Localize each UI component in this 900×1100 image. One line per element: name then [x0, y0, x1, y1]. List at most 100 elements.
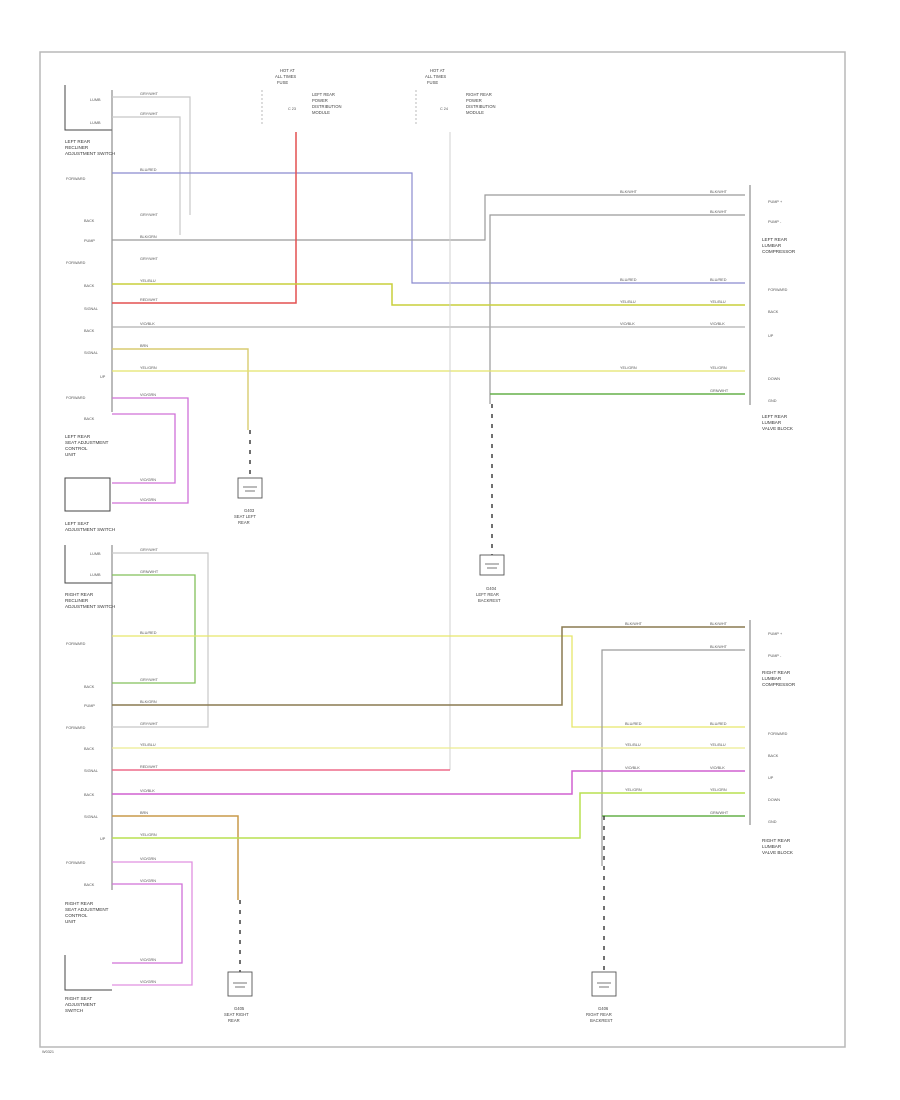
svg-text:PUMP -: PUMP -	[768, 654, 782, 658]
svg-text:YEL/BLU: YEL/BLU	[140, 743, 156, 747]
svg-text:BLK/WHT: BLK/WHT	[710, 190, 728, 194]
svg-text:VIO/GRN: VIO/GRN	[140, 857, 156, 861]
svg-text:BACK: BACK	[84, 793, 95, 797]
lower-motor-line-1: RIGHT REAR	[762, 838, 791, 843]
svg-text:BLK/WHT: BLK/WHT	[625, 622, 643, 626]
svg-text:YEL/GRN: YEL/GRN	[710, 788, 727, 792]
right-seat-switch-line-3: SWITCH	[65, 1008, 83, 1013]
svg-text:BACK: BACK	[768, 754, 779, 758]
left-fuse-desc-4: MODULE	[312, 110, 330, 115]
svg-text:FORWARD: FORWARD	[66, 726, 86, 730]
svg-text:YEL/BLU: YEL/BLU	[140, 279, 156, 283]
svg-text:BLU/RED: BLU/RED	[140, 168, 157, 172]
right-fuse-desc-3: DISTRIBUTION	[466, 104, 496, 109]
lower-left-pin-labels: FORWARD BACK PUMP FORWARD BACK SIGNAL BA…	[66, 642, 106, 887]
upper-left-pin-labels: FORWARD BACK PUMP FORWARD BACK SIGNAL BA…	[66, 177, 106, 421]
svg-text:UP: UP	[768, 776, 774, 780]
svg-text:YEL/GRN: YEL/GRN	[140, 366, 157, 370]
right-seat-switch-line-2: ADJUSTMENT	[65, 1002, 96, 1007]
left-fuse-desc-3: DISTRIBUTION	[312, 104, 342, 109]
svg-text:YEL/GRN: YEL/GRN	[625, 788, 642, 792]
upper-actuator-line-3: COMPRESSOR	[762, 249, 796, 254]
right-rear-switch-line-1: RIGHT REAR	[65, 592, 94, 597]
right-fuse-line-1: HOT AT	[430, 68, 445, 73]
right-fuse-desc-4: MODULE	[466, 110, 484, 115]
ground-3-line-2: SEAT RIGHT	[224, 1012, 249, 1017]
svg-text:GRY/WHT: GRY/WHT	[140, 112, 159, 116]
ground-3-line-1: G405	[234, 1006, 245, 1011]
svg-text:BLU/RED: BLU/RED	[710, 722, 727, 726]
ground-4-line-2: RIGHT REAR	[586, 1012, 612, 1017]
svg-text:VIO/GRN: VIO/GRN	[140, 393, 156, 397]
svg-text:RED/WHT: RED/WHT	[140, 298, 158, 302]
svg-text:GRN/WHT: GRN/WHT	[710, 811, 729, 815]
svg-text:GRN/WHT: GRN/WHT	[140, 570, 159, 574]
ground-4-line-3: BACKREST	[590, 1018, 613, 1023]
left-rear-unit-line-1: LEFT REAR	[65, 434, 91, 439]
ground-3-line-3: REAR	[228, 1018, 240, 1023]
upper-right-pin-labels: PUMP + PUMP - FORWARD BACK UP DOWN GND	[768, 200, 788, 403]
svg-text:BACK: BACK	[84, 329, 95, 333]
lower-motor-line-2: LUMBAR	[762, 844, 782, 849]
ground-2-line-2: LEFT REAR	[476, 592, 499, 597]
upper-motor-line-1: LEFT REAR	[762, 414, 788, 419]
svg-text:GND: GND	[768, 399, 777, 403]
ground-1-line-1: G403	[244, 508, 255, 513]
svg-text:FORWARD: FORWARD	[66, 861, 86, 865]
svg-text:GRN/WHT: GRN/WHT	[710, 389, 729, 393]
svg-text:VIO/BLK: VIO/BLK	[620, 322, 635, 326]
svg-text:VIO/BLK: VIO/BLK	[710, 766, 725, 770]
footer-code: W0321	[42, 1050, 54, 1054]
svg-text:YEL/BLU: YEL/BLU	[620, 300, 636, 304]
right-rear-unit-line-2: SEAT ADJUSTMENT	[65, 907, 109, 912]
right-rear-unit-line-1: RIGHT REAR	[65, 901, 94, 906]
right-switch-pin-1: LUMB	[90, 552, 101, 556]
svg-text:PUMP -: PUMP -	[768, 220, 782, 224]
left-fuse-block: HOT AT ALL TIMES FUSE LEFT REAR POWER DI…	[261, 68, 342, 126]
right-fuse-connector: C 24	[440, 107, 448, 111]
svg-text:BACK: BACK	[84, 747, 95, 751]
svg-text:BACK: BACK	[84, 417, 95, 421]
right-rear-switch-box: LUMB LUMB	[64, 545, 112, 584]
svg-text:PUMP: PUMP	[84, 704, 95, 708]
right-switch-pin-2: LUMB	[90, 573, 101, 577]
svg-text:GRY/WHT: GRY/WHT	[140, 678, 159, 682]
ground-symbol-4	[591, 816, 617, 997]
ground-2-line-1: G404	[486, 586, 497, 591]
diagram-frame	[39, 51, 846, 1048]
svg-text:BLU/RED: BLU/RED	[625, 722, 642, 726]
svg-text:VIO/GRN: VIO/GRN	[140, 879, 156, 883]
ground-symbol-1	[237, 430, 263, 499]
svg-text:YEL/BLU: YEL/BLU	[625, 743, 641, 747]
upper-actuator-line-1: LEFT REAR	[762, 237, 788, 242]
svg-text:FORWARD: FORWARD	[66, 261, 86, 265]
svg-text:VIO/BLK: VIO/BLK	[710, 322, 725, 326]
svg-text:RED/WHT: RED/WHT	[140, 765, 158, 769]
right-rear-unit-box	[64, 955, 112, 991]
left-rear-switch-line-3: ADJUSTMENT SWITCH	[65, 151, 115, 156]
svg-text:PUMP +: PUMP +	[768, 632, 783, 636]
left-fuse-line-2: ALL TIMES	[275, 74, 296, 79]
svg-text:VIO/GRN: VIO/GRN	[140, 478, 156, 482]
right-fuse-line-3: FUSE	[427, 80, 438, 85]
left-rear-unit-line-3: CONTROL	[65, 446, 88, 451]
right-fuse-desc-1: RIGHT REAR	[466, 92, 492, 97]
svg-text:SIGNAL: SIGNAL	[84, 815, 98, 819]
lower-wires	[112, 552, 745, 986]
svg-text:YEL/GRN: YEL/GRN	[620, 366, 637, 370]
svg-text:BRN: BRN	[140, 811, 148, 815]
left-fuse-desc-1: LEFT REAR	[312, 92, 335, 97]
svg-text:UP: UP	[768, 334, 774, 338]
upper-motor-line-3: VALVE BLOCK	[762, 426, 794, 431]
svg-text:BLK/WHT: BLK/WHT	[710, 645, 728, 649]
left-rear-switch-box: LUMB LUMB	[64, 85, 112, 131]
left-rear-unit-line-4: UNIT	[65, 452, 76, 457]
svg-text:BACK: BACK	[84, 685, 95, 689]
svg-text:FORWARD: FORWARD	[768, 288, 788, 292]
svg-text:PUMP: PUMP	[84, 239, 95, 243]
lower-actuator-line-3: COMPRESSOR	[762, 682, 796, 687]
left-rear-unit-box	[64, 477, 111, 512]
svg-text:SIGNAL: SIGNAL	[84, 351, 98, 355]
lower-actuator-line-2: LUMBAR	[762, 676, 782, 681]
